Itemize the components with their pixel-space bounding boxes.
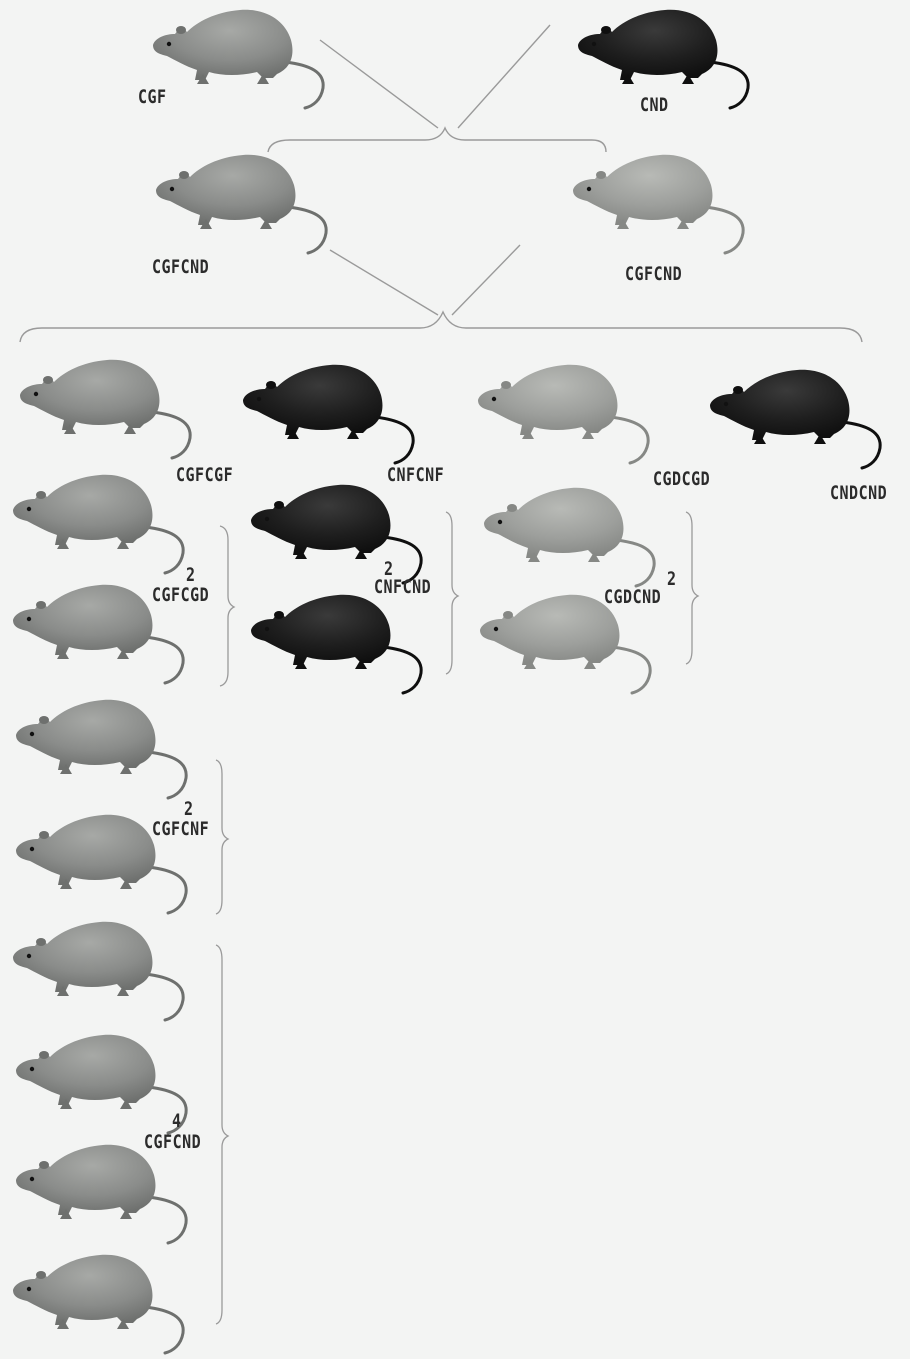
- rat-parent-cgf: [145, 0, 335, 110]
- label-cnfcnd: CNFCND: [374, 578, 431, 597]
- brace-cnfcnd: [446, 512, 458, 674]
- rat-cnfcnd-2: [243, 585, 433, 695]
- count-cgfcgd: 2: [186, 566, 196, 585]
- label-parent-cnd: CND: [640, 96, 669, 115]
- label-cgdcnd: CGDCND: [604, 588, 661, 607]
- rat-cgfcgd-1: [5, 465, 195, 575]
- brace-cgdcnd: [686, 512, 698, 664]
- label-f1-right: CGFCND: [625, 265, 682, 284]
- brace-cgfcnd: [216, 945, 228, 1324]
- cross-line-left: [320, 40, 438, 128]
- rat-f2-cndcnd: [702, 360, 892, 470]
- cross-line-right-2: [452, 245, 520, 315]
- label-cgfcgd: CGFCGD: [152, 586, 209, 605]
- label-cgfcnf: CGFCNF: [152, 820, 209, 839]
- rat-f2-cgdcgd: [470, 355, 660, 465]
- brace-cgfcgd: [220, 526, 234, 686]
- cross-line-right: [458, 25, 550, 128]
- brace-cgfcnf: [216, 760, 228, 914]
- label-cgfcnd: CGFCND: [144, 1133, 201, 1152]
- f2-brace: [20, 312, 862, 342]
- count-cgfcnf: 2: [184, 800, 194, 819]
- count-cgdcnd: 2: [667, 570, 677, 589]
- rat-f1-right: [565, 145, 755, 255]
- label-parent-cgf: CGF: [138, 88, 167, 107]
- cross-line-left-2: [330, 250, 438, 315]
- rat-f1-left: [148, 145, 338, 255]
- rat-cnfcnd-1: [243, 475, 433, 585]
- rat-cgfcnd-2: [8, 1025, 198, 1135]
- rat-cgfcnd-4: [5, 1245, 195, 1355]
- rat-f2-cgfcgf: [12, 350, 202, 460]
- count-cgfcnd: 4: [172, 1112, 182, 1131]
- label-f2-cndcnd: CNDCND: [830, 484, 887, 503]
- rat-cgdcnd-1: [476, 478, 666, 588]
- rat-cgfcnf-1: [8, 690, 198, 800]
- rat-f2-cnfcnf: [235, 355, 425, 465]
- label-f1-left: CGFCND: [152, 258, 209, 277]
- rat-cgfcnd-1: [5, 912, 195, 1022]
